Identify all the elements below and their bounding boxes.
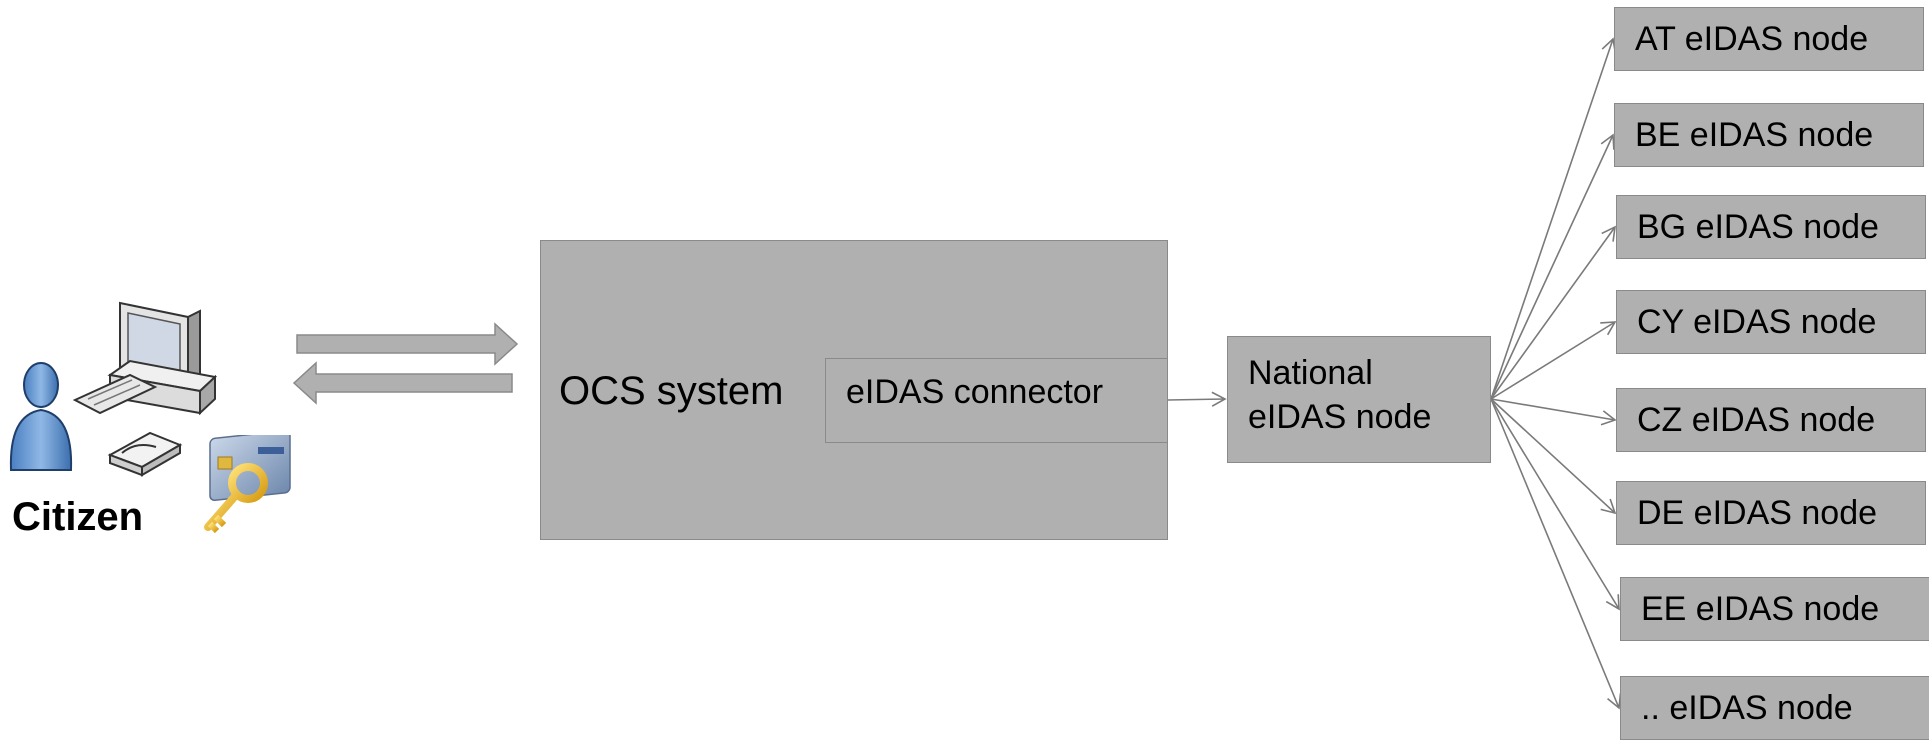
national-eidas-node-box: National eIDAS node: [1227, 336, 1491, 463]
country-node: BE eIDAS node: [1614, 103, 1924, 167]
fan-arrow-7: [1490, 398, 1622, 710]
fan-out-arrows: [1490, 37, 1622, 710]
fan-arrow-1: [1490, 133, 1615, 400]
request-arrow: [296, 322, 519, 366]
smartcard-key-icon: [198, 430, 298, 540]
country-node: CZ eIDAS node: [1616, 388, 1926, 452]
country-node: DE eIDAS node: [1616, 481, 1926, 545]
connector-to-national-arrow: [1167, 391, 1227, 407]
fan-arrow-5: [1490, 398, 1617, 515]
fan-arrow-4: [1490, 398, 1617, 426]
country-node: CY eIDAS node: [1616, 290, 1926, 354]
country-node: BG eIDAS node: [1616, 195, 1926, 259]
computer-icon: [70, 295, 225, 490]
fan-arrow-0: [1490, 37, 1617, 400]
country-node: EE eIDAS node: [1620, 577, 1929, 641]
national-eidas-node-label: National eIDAS node: [1248, 354, 1432, 436]
fan-arrow-3: [1490, 321, 1617, 400]
eidas-connector-label: eIDAS connector: [846, 373, 1104, 411]
person-icon: [6, 360, 76, 480]
citizen-label: Citizen: [12, 495, 144, 539]
country-node: AT eIDAS node: [1614, 7, 1924, 71]
fan-arrow-2: [1490, 225, 1616, 400]
country-node: .. eIDAS node: [1620, 676, 1929, 740]
fan-arrow-6: [1490, 398, 1620, 611]
ocs-system-label: OCS system: [559, 369, 784, 413]
response-arrow: [292, 361, 513, 405]
eidas-connector-box: eIDAS connector: [825, 358, 1168, 443]
